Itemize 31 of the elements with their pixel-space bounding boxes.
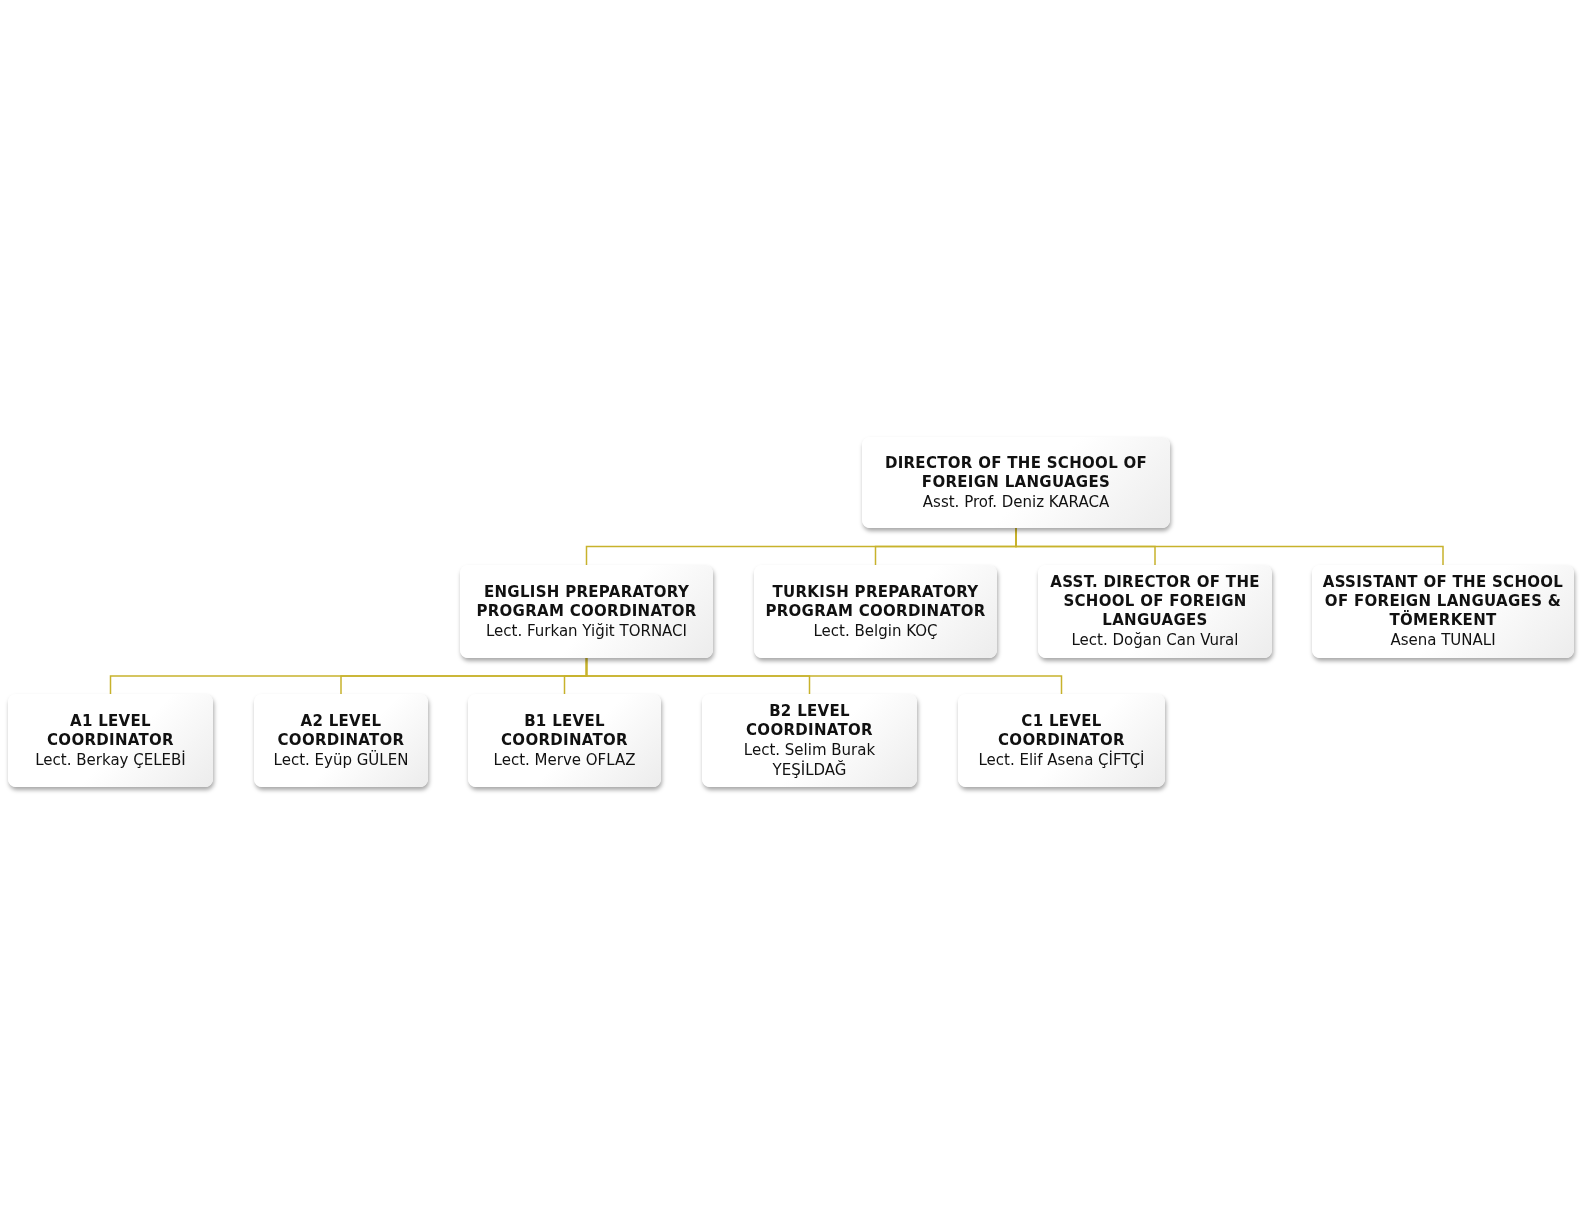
person-name: Lect. Berkay ÇELEBİ xyxy=(35,749,186,770)
person-name: Lect. Selim Burak YEŞİLDAĞ xyxy=(742,739,877,780)
role-title: ASSISTANT OF THE SCHOOL OF FOREIGN LANGUAGES & TÖMERKENT xyxy=(1321,573,1565,630)
role-title: B2 LEVEL COORDINATOR xyxy=(745,701,874,740)
role-box xyxy=(8,694,213,787)
role-box xyxy=(702,694,917,787)
person-name: Asena TUNALI xyxy=(1390,630,1496,650)
role-title: A2 LEVEL COORDINATOR xyxy=(276,711,406,750)
person-name: Lect. Eyüp GÜLEN xyxy=(273,749,409,770)
role-title: ASST. DIRECTOR OF THE SCHOOL OF FOREIGN LANGUAGES xyxy=(1049,573,1261,630)
role-title: DIRECTOR OF THE SCHOOL OF FOREIGN LANGUAGES xyxy=(883,453,1149,492)
role-title: C1 LEVEL COORDINATOR xyxy=(997,711,1126,750)
role-box xyxy=(1312,565,1574,658)
person-name: Lect. Doğan Can Vural xyxy=(1071,630,1239,650)
role-box xyxy=(958,694,1165,787)
person-name: Lect. Belgin KOÇ xyxy=(813,620,938,641)
role-box xyxy=(862,437,1170,528)
person-name: Lect. Merve OFLAZ xyxy=(493,749,636,770)
role-title: A1 LEVEL COORDINATOR xyxy=(46,711,175,750)
role-title: B1 LEVEL COORDINATOR xyxy=(500,711,629,750)
person-name: Lect. Elif Asena ÇİFTÇİ xyxy=(978,749,1145,770)
role-box xyxy=(460,565,713,658)
role-title: TURKISH PREPARATORY PROGRAM COORDINATOR xyxy=(764,582,987,621)
role-title: ENGLISH PREPARATORY PROGRAM COORDINATOR xyxy=(475,582,698,621)
person-name: Asst. Prof. Deniz KARACA xyxy=(922,491,1110,512)
role-box xyxy=(754,565,997,658)
role-box xyxy=(254,694,428,787)
connector-line xyxy=(585,657,1063,695)
role-box xyxy=(1038,565,1272,658)
role-box xyxy=(468,694,661,787)
person-name: Lect. Furkan Yiğit TORNACI xyxy=(486,620,687,641)
